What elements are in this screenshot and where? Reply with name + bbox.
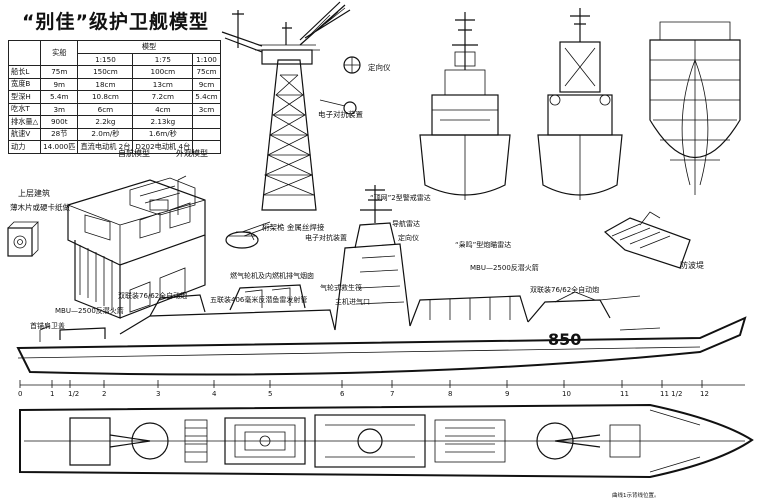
anchor-cover-label: 首锚肩卫盖	[30, 321, 65, 330]
ecm-2-label: 电子对抗装置	[305, 233, 347, 242]
torpedo-label: 五联装406毫米反潜鱼雷发射管	[210, 295, 307, 304]
hull-number: 850	[548, 330, 581, 349]
frame-number: 4	[212, 390, 217, 398]
side-profile	[16, 185, 747, 386]
frame-number: 6	[340, 390, 345, 398]
frame-number-row: 0 1 1/2 2 3 4 5 6 7 8 9 10 11 11 1/2 12	[18, 380, 709, 398]
frame-number: 8	[448, 390, 452, 398]
locator-2-label: 定向仪	[398, 233, 419, 242]
spec-foot-left: 自航模型	[118, 149, 150, 158]
spec-header-real: 实船	[40, 40, 79, 66]
frame-number: 0	[18, 390, 22, 398]
superstructure-label: 上层建筑	[18, 188, 50, 198]
spec-cell: 28节	[40, 127, 79, 141]
superstructure-material-label: 薄木片或硬卡纸做	[10, 202, 70, 212]
page-title: “别佳”级护卫舰模型	[22, 11, 209, 33]
gun-detail	[225, 221, 273, 249]
frame-number: 11	[620, 390, 629, 398]
spec-cell: 直流电动机 2台	[77, 140, 134, 154]
lattice-mast	[221, 1, 361, 211]
stern-elevation	[537, 8, 623, 200]
frame-number: 10	[562, 390, 571, 398]
intake-box-icon	[7, 221, 39, 257]
mbu-fwd-label: MBU—2500反潜火箭	[470, 263, 539, 272]
main-intake-label: 主机进气口	[335, 297, 370, 306]
nav-radar-label: 导航雷达	[392, 219, 420, 228]
bulwark-detail	[603, 211, 691, 269]
air-intake-label: 气轮式救生筏	[320, 283, 362, 292]
gas-turbine-label: 燃气轮机及内燃机排气烟囱	[230, 271, 314, 280]
mast-material-label: 桁架桅 金属丝焊接	[262, 222, 325, 232]
frame-number: 3	[156, 390, 160, 398]
bulwark-label: 防波堤	[680, 260, 704, 270]
footer-note: 曲线1示背线位置。	[612, 491, 660, 499]
slump-radar-label: “顶网”2型警戒雷达	[370, 193, 431, 202]
spec-cell	[192, 140, 221, 154]
frame-number: 9	[505, 390, 509, 398]
frame-number: 2	[102, 390, 106, 398]
frame-number: 11 1/2	[660, 390, 682, 398]
twin-gun-fwd-label: 双联装76/62全自动炮	[530, 285, 599, 294]
bow-elevation	[419, 12, 511, 200]
twin-gun-aft-label: 双联装76/62全自动炮	[118, 291, 187, 300]
fire-radar-label: “枭鸣”型炮瞄雷达	[455, 240, 511, 249]
frame-number: 1	[50, 390, 54, 398]
frame-number: 5	[268, 390, 272, 398]
frame-number: 12	[700, 390, 709, 398]
frame-number: 7	[390, 390, 394, 398]
spec-foot-right: 外观模型	[176, 149, 208, 158]
mbu-aft-label: MBU—2500反潜火箭	[55, 306, 124, 315]
ecm-label: 电子对抗装置	[318, 109, 363, 119]
frame-number: 1/2	[68, 390, 79, 398]
spec-cell: 14.000匹	[40, 140, 79, 154]
spec-header-row: 实船 模型	[7, 40, 221, 66]
superstructure-model	[67, 175, 206, 319]
hull-body-plan	[649, 21, 741, 195]
radar-locator-label: 定向仪	[368, 62, 391, 72]
plan-view	[19, 403, 754, 479]
spec-cell: 5.4m	[40, 90, 79, 104]
